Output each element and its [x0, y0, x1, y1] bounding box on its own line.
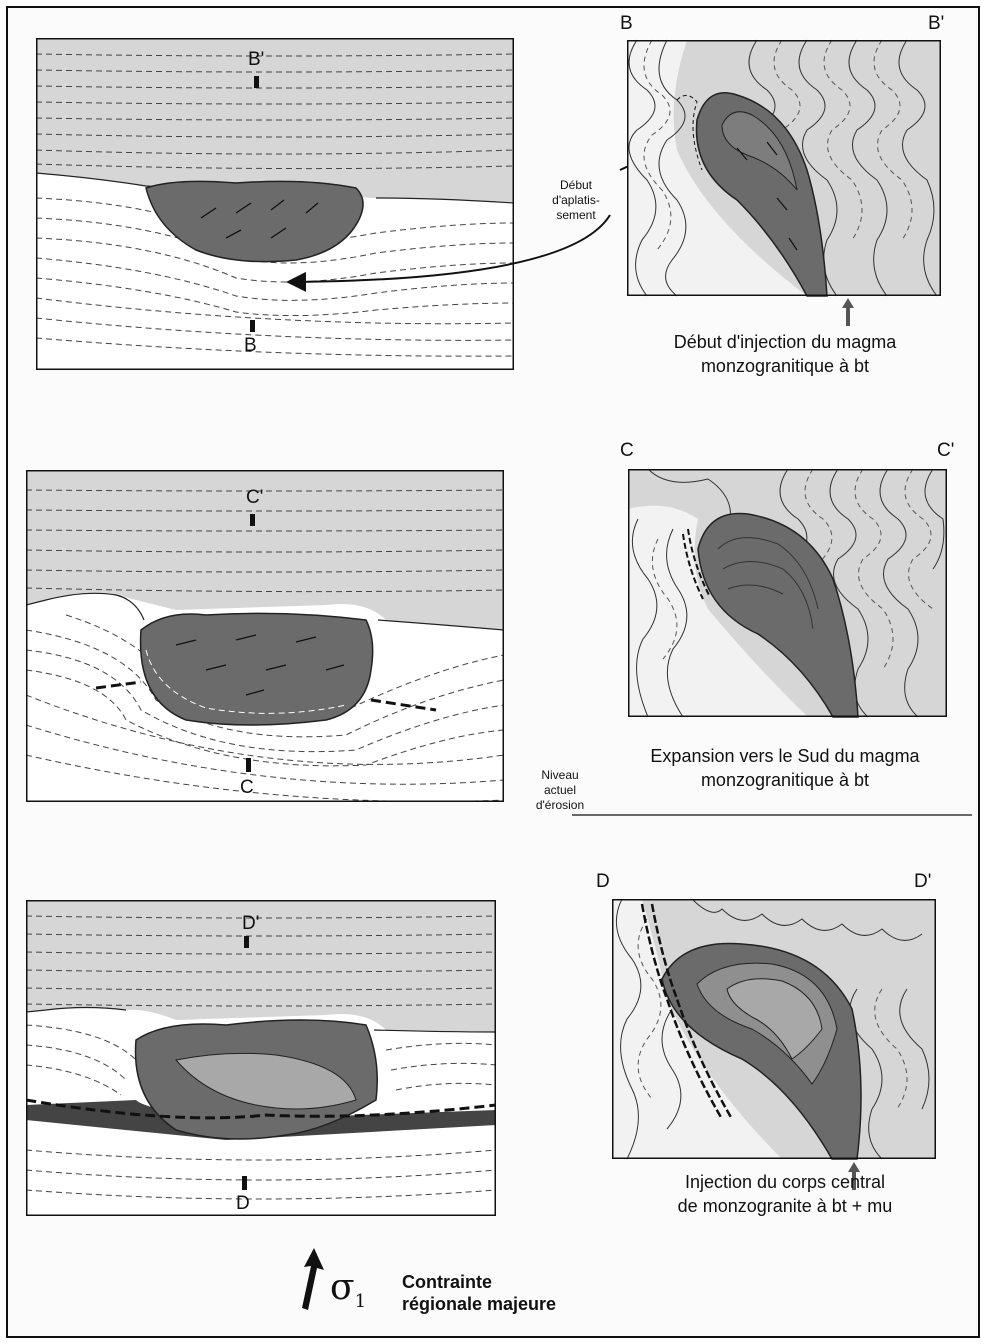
stress-legend-line2: régionale majeure — [402, 1294, 556, 1316]
caption-row1-line2: monzogranitique à bt — [600, 354, 970, 378]
section-panel-c — [628, 469, 947, 717]
sigma-subscript: 1 — [355, 1291, 366, 1312]
map-panel-d — [26, 900, 496, 1216]
section-label-b-prime: B' — [928, 14, 944, 33]
caption-row3: Injection du corps central de monzograni… — [600, 1170, 970, 1219]
caption-row2: Expansion vers le Sud du magma monzogran… — [600, 744, 970, 793]
erosion-line2: actuel — [522, 783, 598, 798]
caption-row2-line2: monzogranitique à bt — [600, 768, 970, 792]
section-label-b: B — [620, 14, 633, 33]
map-label-c: C — [240, 778, 254, 797]
map-label-d-prime: D' — [242, 914, 259, 933]
map-label-d: D — [236, 1194, 250, 1213]
section-label-d-prime: D' — [914, 872, 931, 891]
stress-legend-line1: Contrainte — [402, 1272, 556, 1294]
section-panel-d — [612, 899, 936, 1159]
erosion-level-label: Niveau actuel d'érosion — [522, 768, 598, 813]
erosion-level-line — [572, 810, 972, 820]
section-label-d: D — [596, 872, 610, 891]
injection-arrow-b — [838, 298, 858, 326]
map-panel-c — [26, 470, 504, 802]
caption-row2-line1: Expansion vers le Sud du magma — [600, 744, 970, 768]
section-label-c-prime: C' — [937, 441, 954, 460]
caption-row3-line1: Injection du corps central — [600, 1170, 970, 1194]
caption-row3-line2: de monzogranite à bt + mu — [600, 1194, 970, 1218]
sigma-symbol: σ1 — [330, 1270, 366, 1311]
erosion-line1: Niveau — [522, 768, 598, 783]
stress-legend-label: Contrainte régionale majeure — [402, 1272, 556, 1315]
caption-row1-line1: Début d'injection du magma — [600, 330, 970, 354]
caption-row1: Début d'injection du magma monzogranitiq… — [600, 330, 970, 379]
erosion-line3: d'érosion — [522, 798, 598, 813]
map-label-c-prime: C' — [246, 488, 263, 507]
map-label-b: B — [244, 336, 257, 355]
section-label-c: C — [620, 441, 634, 460]
map-label-b-prime: B' — [248, 50, 264, 69]
stress-arrow-icon — [296, 1248, 326, 1310]
sigma-char: σ — [330, 1267, 355, 1308]
section-panel-b — [627, 40, 941, 296]
